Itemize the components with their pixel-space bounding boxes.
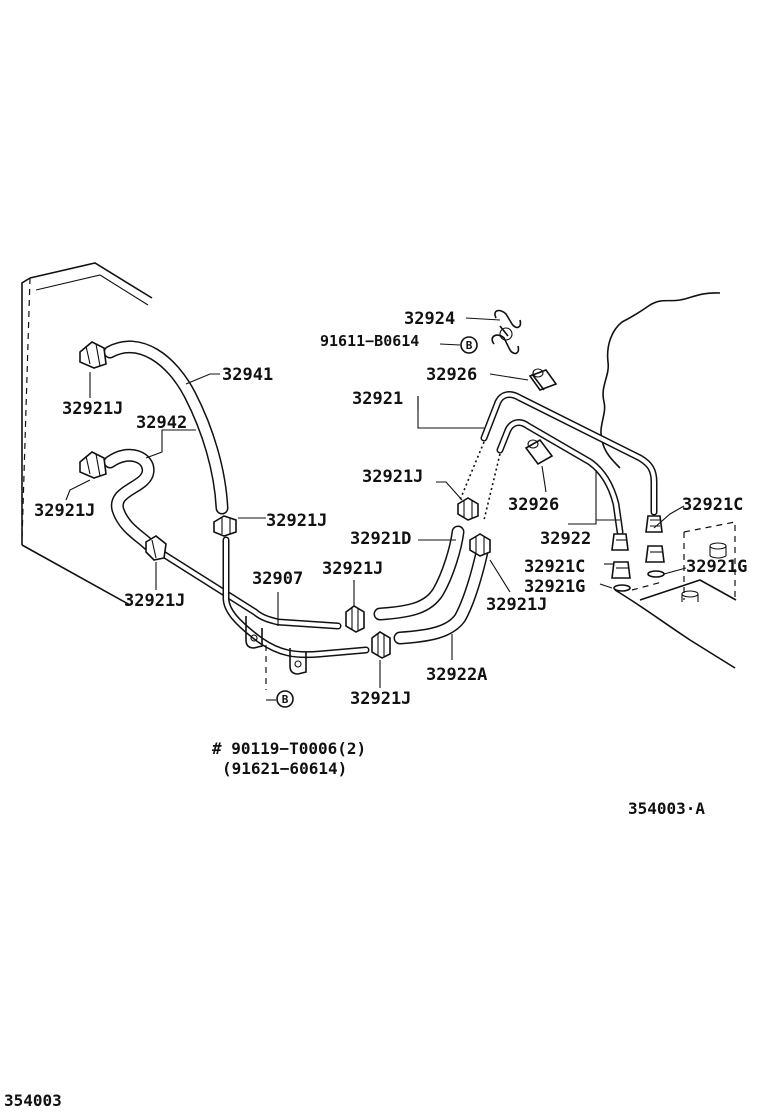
label-32921: 32921 [352,389,403,409]
label-32921C-b: 32921C [524,557,585,577]
pipe-32922 [483,419,624,536]
clamp-32921J-3 [145,535,167,561]
clamp-32921J-2 [79,451,107,479]
label-32921C-a: 32921C [682,495,743,515]
diagram-id: 354003 [4,1091,62,1110]
clamp-32921J-8 [371,631,391,659]
label-32921J-b: 32921J [34,501,95,521]
pipe-32921 [459,391,658,516]
leader-lines [65,317,687,688]
boss-upper [709,542,727,550]
label-32926-mid: 32926 [508,495,559,515]
bolt-note-line1: # 90119−T0006(2) [212,739,366,758]
label-91611-B0614: 91611−B0614 [320,332,419,350]
label-32921G-a: 32921G [686,557,747,577]
label-32921J-e: 32921J [124,591,185,611]
label-32921J-h: 32921J [350,689,411,709]
label-32921J-g: 32921J [486,595,547,615]
right-housing-outline [600,292,737,669]
label-32907: 32907 [252,569,303,589]
callout-b-top-letter: B [466,339,473,352]
clamp-32921J-1 [79,341,107,369]
sleeve-32926-top [528,368,558,391]
clamp-32921J-7 [345,605,365,633]
pipe-32907 [156,536,370,690]
gasket-guide-line [631,581,663,591]
part-labels: 32924 91611−B0614 32926 32921 32941 3292… [34,309,747,709]
sleeve-32926-mid [524,438,554,466]
hose-32941 [103,340,229,515]
label-32924: 32924 [404,309,455,329]
label-32926-top: 32926 [426,365,477,385]
label-32922A: 32922A [426,665,487,685]
clamp-32921J-6 [469,533,491,557]
clamp-32921J-4 [213,515,237,537]
label-32921J-f: 32921J [322,559,383,579]
boss-lower [681,590,699,598]
label-32941: 32941 [222,365,273,385]
gasket-32921G-right [647,570,665,578]
hose-32921D [373,525,465,621]
callout-b-bottom-letter: B [282,693,289,706]
revision-label: 354003·A [628,799,705,818]
callout-b-top: B [460,336,478,354]
label-32921D: 32921D [350,529,411,549]
label-32942: 32942 [136,413,187,433]
label-32921G-b: 32921G [524,577,585,597]
label-32921J-c: 32921J [362,467,423,487]
union-32921C-right [645,515,665,563]
gasket-32921G-left [613,584,631,592]
clamp-32921J-5 [457,497,479,521]
label-32922: 32922 [540,529,591,549]
hose-32922A [393,545,489,645]
label-32921J-a: 32921J [62,399,123,419]
union-32921C-left [611,533,631,579]
label-32921J-d: 32921J [266,511,327,531]
clip-32924 [491,309,522,355]
bolt-note-line2: (91621−60614) [222,759,347,778]
hose-32942 [103,448,155,551]
callout-b-bottom: B [266,690,294,708]
left-housing-outline [21,262,153,606]
